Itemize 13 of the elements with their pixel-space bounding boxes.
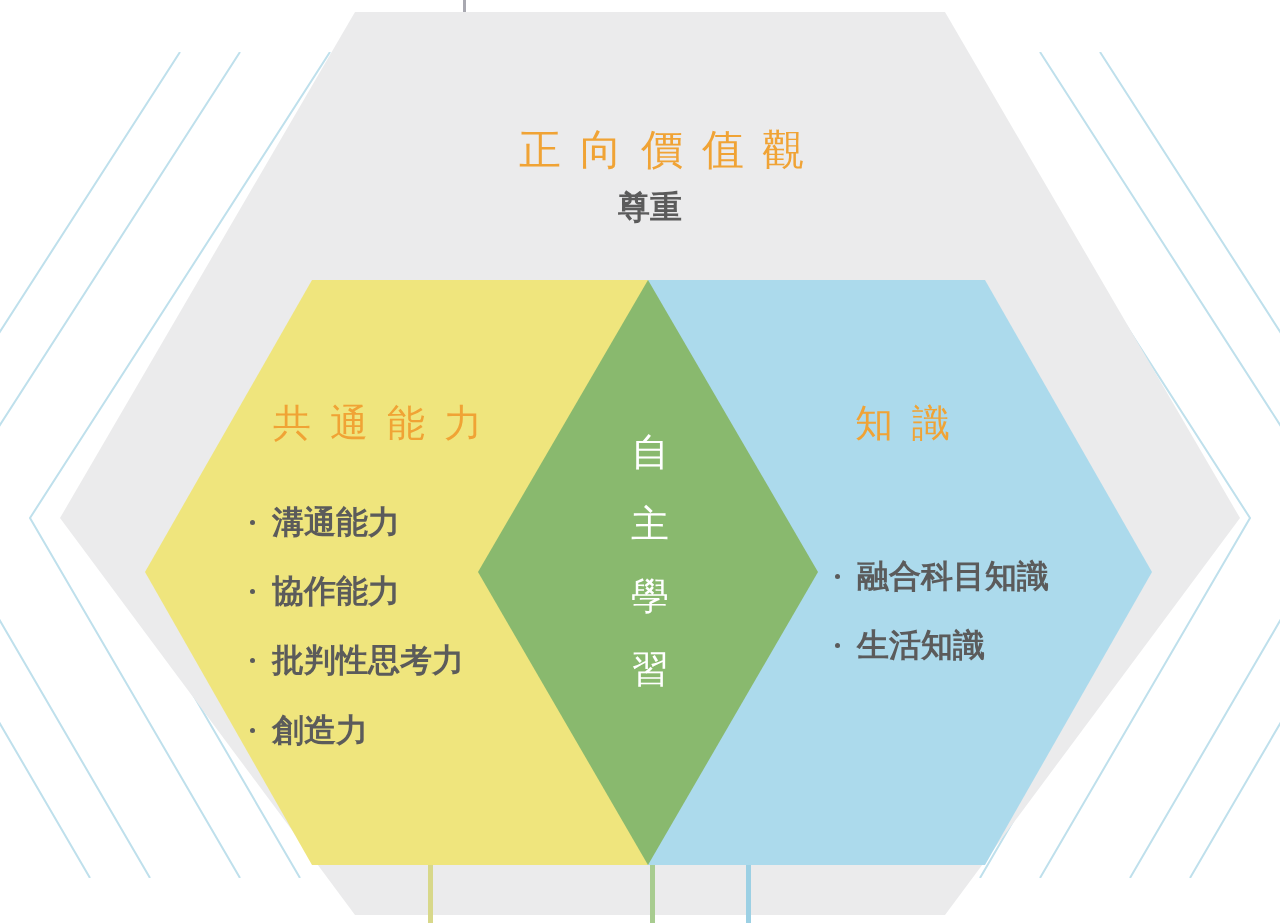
heading: 知識 — [855, 400, 969, 447]
diamond-panel — [478, 280, 818, 865]
list-item: 協作能力 — [272, 571, 400, 612]
vertical-label: 自主學習 — [629, 429, 670, 693]
list-item: 溝通能力 — [272, 502, 400, 543]
hexagon-panel — [60, 12, 1240, 915]
list-item: 批判性思考力 — [272, 640, 464, 681]
heading: 共通能力 — [273, 400, 501, 447]
subheading: 尊重 — [617, 187, 683, 228]
list-item: 創造力 — [272, 710, 368, 751]
heading: 正向價值觀 — [517, 126, 820, 174]
list-item: 融合科目知識 — [857, 556, 1049, 597]
list-item: 生活知識 — [857, 625, 985, 666]
